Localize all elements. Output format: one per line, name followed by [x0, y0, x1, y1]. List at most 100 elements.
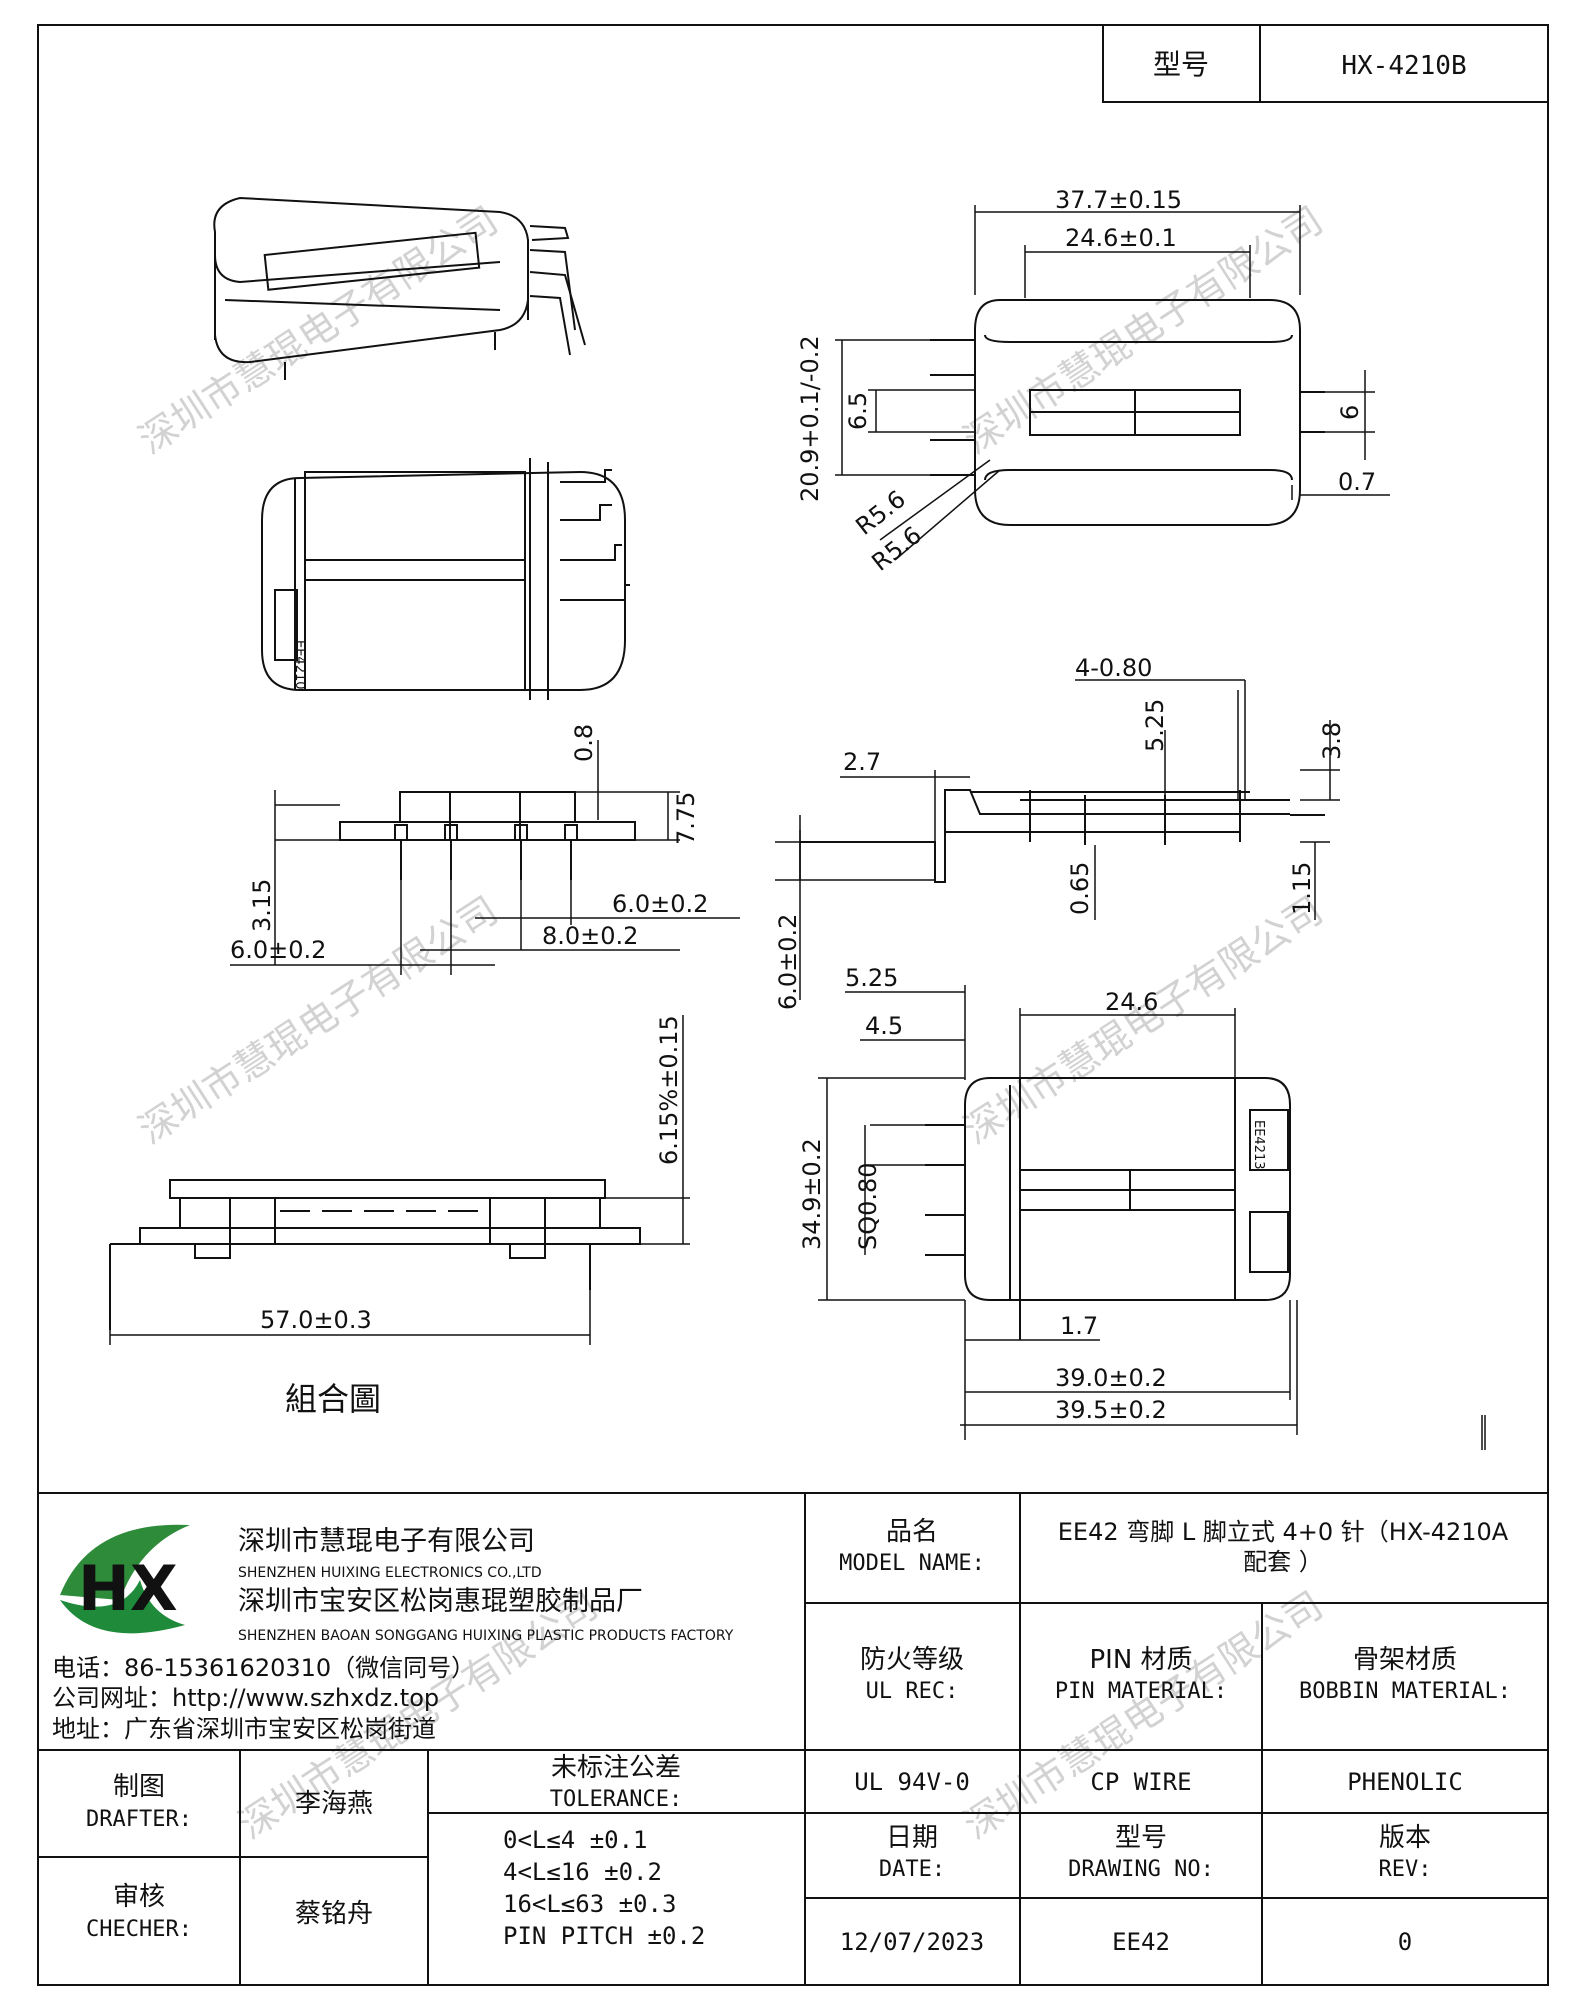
dim-3-15: 3.15: [248, 879, 276, 932]
dim-3-8: 3.8: [1318, 722, 1346, 760]
website: 公司网址：http://www.szhxdz.top: [52, 1684, 439, 1712]
drawing-value: EE42: [1112, 1928, 1170, 1956]
sheet-border: [37, 24, 1549, 1986]
dim-1-7: 1.7: [1060, 1312, 1098, 1340]
dim-0-8: 0.8: [570, 724, 598, 762]
bobbin-en: BOBBIN MATERIAL:: [1299, 1679, 1511, 1704]
date-cn: 日期: [886, 1823, 938, 1853]
factory-cn: 深圳市宝安区松岗惠琨塑胶制品厂: [238, 1586, 643, 1617]
watermark: 深圳市慧琨电子有限公司: [131, 198, 506, 463]
dim-7-75: 7.75: [672, 792, 700, 845]
logo-text: HX: [78, 1552, 178, 1625]
dim-37-7: 37.7±0.15: [1055, 186, 1182, 214]
watermark: 深圳市慧琨电子有限公司: [956, 1583, 1331, 1848]
top-view: EE4213: [925, 1077, 1291, 1340]
side-view-bobbin: EE4210: [261, 458, 630, 700]
company-logo: HX: [60, 1524, 190, 1634]
tolerance-line-2: 4<L≤16 ±0.2: [503, 1858, 662, 1886]
dim-6-0-side: 6.0±0.2: [774, 914, 802, 1010]
front-view: [930, 299, 1325, 526]
title-block-text: 品名 MODEL NAME: EE42 弯脚 L 脚立式 4+0 针（HX-42…: [86, 1517, 1511, 1956]
title-block: [38, 1492, 1548, 1985]
model-name-value-1: EE42 弯脚 L 脚立式 4+0 针（HX-4210A: [1058, 1518, 1509, 1546]
factory-en: SHENZHEN BAOAN SONGGANG HUIXING PLASTIC …: [238, 1628, 734, 1644]
dim-5-25a: 5.25: [1141, 699, 1169, 752]
dim-8-0: 8.0±0.2: [542, 922, 638, 950]
ul-value: UL 94V-0: [854, 1768, 970, 1796]
rev-value: 0: [1398, 1928, 1412, 1956]
dim-6-15: 6.15%±0.15: [655, 1015, 683, 1165]
dim-sq: SQ0.80: [854, 1162, 882, 1250]
dim-2-7: 2.7: [843, 748, 881, 776]
top-view-dim-text: 5.25 4.5 24.6 34.9±0.2 SQ0.80 1.7 39.0±0…: [798, 964, 1167, 1424]
dim-24-6-bottom: 24.6: [1105, 988, 1158, 1016]
pin-value: CP WIRE: [1090, 1768, 1191, 1796]
logo-swoosh-bottom: [60, 1580, 185, 1634]
tolerance-cn: 未标注公差: [551, 1753, 681, 1783]
assembly-dims: [109, 1015, 690, 1345]
tolerance-table: 0<L≤4 ±0.1 4<L≤16 ±0.2 16<L≤63 ±0.3 PIN …: [503, 1826, 705, 1950]
pin-side-dim-text: 0.8 7.75 3.15 6.0±0.2 8.0±0.2 6.0±0.2: [230, 724, 708, 964]
checker-name: 蔡铭舟: [295, 1899, 373, 1929]
ul-en: UL REC:: [866, 1679, 959, 1704]
dim-4-5: 4.5: [865, 1012, 903, 1040]
dim-pins-4: 4-0.80: [1075, 654, 1152, 682]
assembly-label: 組合圖: [285, 1380, 381, 1418]
model-name-value-2: 配套 ）: [1243, 1548, 1323, 1576]
company-info: 深圳市慧琨电子有限公司 SHENZHEN HUIXING ELECTRONICS…: [52, 1526, 734, 1743]
ul-cn: 防火等级: [860, 1645, 964, 1675]
date-en: DATE:: [879, 1857, 945, 1882]
tolerance-line-4: PIN PITCH ±0.2: [503, 1922, 705, 1950]
bobbin-value: PHENOLIC: [1347, 1768, 1463, 1796]
side-profile-dims: [775, 679, 1340, 1000]
top-view-dims: [818, 985, 1486, 1450]
dim-6-0-a: 6.0±0.2: [230, 936, 326, 964]
assembly-view: [109, 1179, 641, 1330]
checker-en: CHECHER:: [86, 1917, 192, 1942]
drafter-name: 李海燕: [295, 1789, 373, 1819]
part-mark-2: EE4213: [1251, 1120, 1266, 1170]
dim-24-6-top: 24.6±0.1: [1065, 224, 1177, 252]
pin-en: PIN MATERIAL:: [1055, 1679, 1227, 1704]
part-mark: EE4210: [292, 640, 307, 690]
company-cn: 深圳市慧琨电子有限公司: [238, 1526, 535, 1557]
tolerance-en: TOLERANCE:: [550, 1787, 682, 1812]
bobbin-cn: 骨架材质: [1353, 1645, 1457, 1675]
watermark: 深圳市慧琨电子有限公司: [131, 888, 506, 1153]
date-value: 12/07/2023: [840, 1928, 985, 1956]
dim-6-0-b: 6.0±0.2: [612, 890, 708, 918]
assembly-dim-text: 6.15%±0.15 57.0±0.3 組合圖: [260, 1015, 683, 1418]
drawing-en: DRAWING NO:: [1068, 1857, 1214, 1882]
dim-39-0: 39.0±0.2: [1055, 1364, 1167, 1392]
model-header-label: 型号: [1153, 48, 1209, 81]
phone: 电话：86-15361620310（微信同号）: [52, 1654, 475, 1682]
dim-0-65: 0.65: [1066, 862, 1094, 915]
pin-side-view: [339, 791, 636, 880]
rev-cn: 版本: [1379, 1823, 1431, 1853]
drafter-cn: 制图: [113, 1772, 165, 1802]
model-header-value: HX-4210B: [1341, 51, 1466, 81]
watermark: 深圳市慧琨电子有限公司: [956, 888, 1331, 1153]
side-profile-view: [800, 789, 1325, 883]
model-name-cn: 品名: [886, 1517, 938, 1547]
dim-20-9: 20.9+0.1/-0.2: [796, 335, 824, 502]
dim-57: 57.0±0.3: [260, 1306, 372, 1334]
front-view-dims: [835, 205, 1390, 561]
logo-swoosh-top: [60, 1524, 190, 1600]
checker-cn: 审核: [113, 1882, 165, 1912]
dim-1-15: 1.15: [1288, 862, 1316, 915]
pin-cn: PIN 材质: [1089, 1645, 1192, 1675]
drafter-en: DRAFTER:: [86, 1807, 192, 1832]
model-header: 型号 HX-4210B: [1102, 24, 1549, 103]
model-name-en: MODEL NAME:: [839, 1551, 985, 1576]
dim-6: 6: [1336, 405, 1364, 420]
pin-side-dims: [230, 740, 740, 975]
dim-34-9: 34.9±0.2: [798, 1138, 826, 1250]
dim-0-7: 0.7: [1338, 468, 1376, 496]
rev-en: REV:: [1379, 1857, 1432, 1882]
dim-39-5: 39.5±0.2: [1055, 1396, 1167, 1424]
company-en: SHENZHEN HUIXING ELECTRONICS CO.,LTD: [238, 1565, 542, 1581]
tolerance-line-1: 0<L≤4 ±0.1: [503, 1826, 648, 1854]
side-profile-dim-text: 4-0.80 5.25 3.8 2.7 0.65 1.15 6.0±0.2: [774, 654, 1346, 1010]
